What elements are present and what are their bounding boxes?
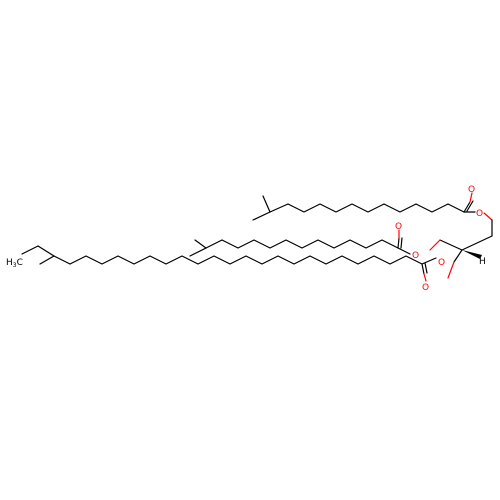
methyl-c: C [17, 258, 23, 268]
ester-oxygen-middle: O [412, 251, 419, 261]
carbonyl-oxygen-middle: O [395, 222, 402, 232]
chain-top [252, 192, 493, 237]
ester-oxygen-top: O [476, 209, 483, 219]
terminal-methyl-label: H3C [6, 258, 23, 269]
glycerol-backbone [429, 235, 493, 279]
carbonyl-oxygen-bottom: O [422, 283, 429, 293]
chain-middle [189, 229, 411, 257]
ester-oxygen-bottom: O [438, 258, 445, 268]
stereo-hydrogen: H [479, 257, 486, 267]
methyl-h: H [6, 258, 13, 268]
chain-bottom [21, 245, 437, 282]
carbonyl-oxygen-top: O [468, 185, 475, 195]
methyl-subscript: 3 [13, 262, 17, 269]
